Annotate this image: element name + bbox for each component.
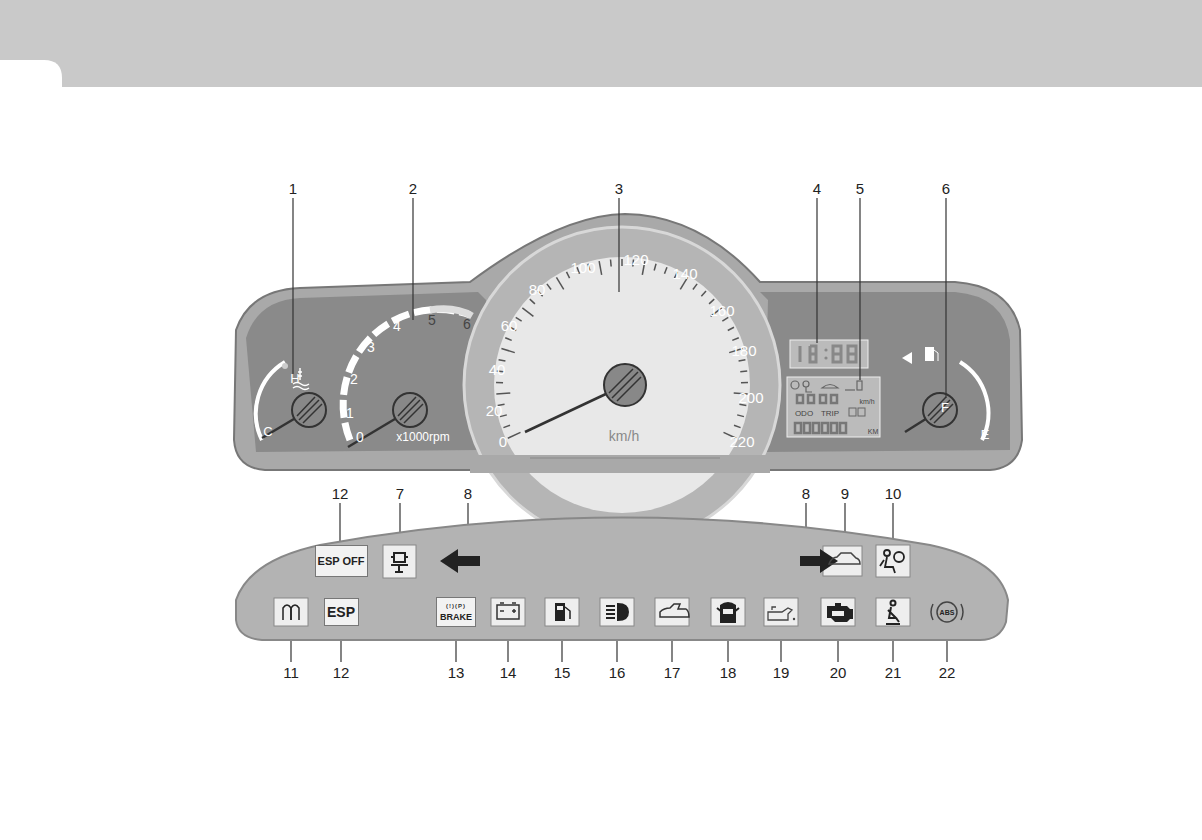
gauge-label: 100	[570, 260, 595, 275]
speed-tick	[530, 299, 535, 304]
callout-number: 20	[830, 665, 847, 680]
gauge-label: 0	[499, 434, 507, 449]
callout-number: 2	[409, 181, 417, 196]
callout-number: 10	[885, 486, 902, 501]
gauge-label: km/h	[609, 429, 639, 443]
gauge-label: 120	[623, 252, 648, 267]
gauge-label: 2	[350, 372, 358, 386]
gauge-label: 4	[393, 319, 401, 333]
callout-number: 15	[554, 665, 571, 680]
warning-lamp: ABS	[937, 602, 958, 622]
gauge-label: 1	[346, 406, 354, 420]
callout-number: 3	[615, 181, 623, 196]
speed-tick	[599, 261, 602, 275]
gauge-label: E	[981, 428, 990, 441]
gauge-label: 40	[489, 362, 506, 377]
gauge-label: 180	[731, 343, 756, 358]
callout-number: 16	[609, 665, 626, 680]
speed-tick	[621, 259, 623, 266]
callout-number: 13	[448, 665, 465, 680]
callout-number: 19	[773, 665, 790, 680]
speed-tick	[664, 267, 666, 274]
callout-number: 11	[283, 665, 299, 680]
speed-tick	[740, 370, 747, 372]
speed-tick	[503, 425, 510, 427]
speed-tick	[739, 360, 746, 361]
callout-number: 17	[664, 665, 681, 680]
callout-number: 12	[333, 665, 350, 680]
speed-tick	[701, 291, 706, 296]
gauge-label: H	[290, 372, 299, 385]
speed-tick	[496, 392, 510, 394]
gauge-label: 20	[486, 403, 503, 418]
speed-tick	[732, 338, 738, 341]
speed-tick	[741, 382, 748, 384]
callout-number: 12	[332, 486, 349, 501]
gauge-label: 160	[709, 303, 734, 318]
speed-tick	[728, 327, 734, 330]
speed-tick	[693, 284, 697, 290]
gauge-label: TRIP	[821, 410, 839, 418]
callout-number: 6	[942, 181, 950, 196]
callout-number: 21	[885, 665, 902, 680]
warning-lamp: ESP	[324, 598, 359, 626]
lamp-text: ABS	[940, 609, 955, 616]
callout-number: 18	[720, 665, 737, 680]
speed-tick	[566, 272, 569, 278]
gauge-label: km/h	[859, 398, 874, 405]
callout-number: 8	[464, 486, 472, 501]
gauge-label: 5	[428, 313, 436, 327]
speed-tick	[505, 338, 511, 341]
gauge-label: x1000rpm	[396, 431, 449, 443]
callout-number: 14	[500, 665, 517, 680]
callout-number: 22	[939, 665, 956, 680]
speed-tick	[501, 349, 514, 353]
gauge-label: ODO	[795, 410, 813, 418]
gauge-label: 200	[738, 390, 763, 405]
speed-tick	[496, 382, 503, 384]
callout-number: 1	[289, 181, 297, 196]
warning-lamp: ESP OFF	[315, 545, 368, 577]
gauge-label: 6	[463, 317, 471, 331]
speed-tick	[508, 432, 521, 438]
speed-tick	[556, 277, 563, 289]
callout-number: 9	[841, 486, 849, 501]
gauge-label: F	[941, 401, 949, 414]
gauge-label: 0	[356, 430, 364, 444]
callout-number: 7	[396, 486, 404, 501]
gauge-label: KM	[868, 428, 879, 435]
lamp-text: ESP OFF	[318, 556, 365, 567]
speed-tick	[610, 260, 612, 267]
gauge-label: 220	[729, 434, 754, 449]
speed-tick	[734, 425, 741, 427]
callout-number: 4	[813, 181, 821, 196]
speed-tick	[522, 308, 533, 317]
gauge-label: 140	[672, 266, 697, 281]
callout-number: 8	[802, 486, 810, 501]
callout-number: 5	[856, 181, 864, 196]
lamp-text: (!)(P)	[446, 603, 466, 609]
warning-lamp: (!)(P) BRAKE	[436, 597, 476, 627]
lamp-text: ESP	[327, 605, 355, 619]
speed-tick	[722, 317, 728, 321]
lamp-text: BRAKE	[440, 613, 472, 622]
speed-tick	[547, 284, 551, 290]
speed-tick	[654, 264, 656, 271]
gauge-label: 60	[501, 318, 518, 333]
speed-tick	[737, 415, 744, 417]
gauge-label: C	[263, 425, 272, 438]
gauge-label: 80	[529, 282, 546, 297]
gauge-label: 3	[367, 340, 375, 354]
